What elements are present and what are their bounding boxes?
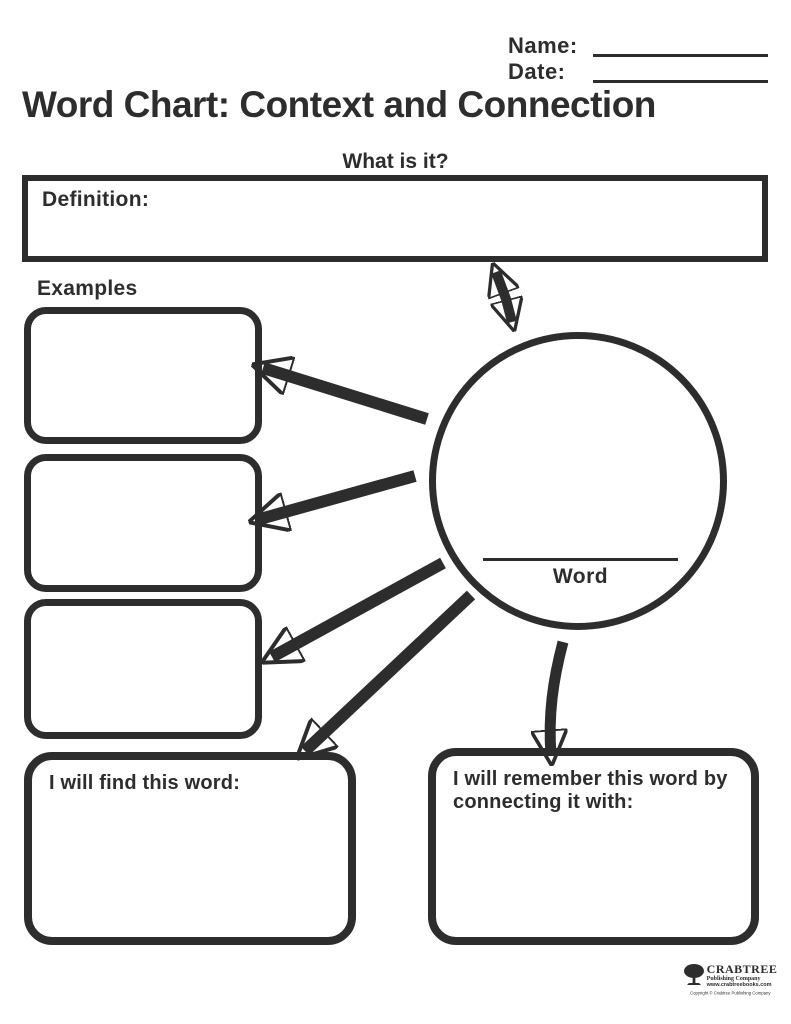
word-label: Word — [552, 565, 609, 588]
page-title: Word Chart: Context and Connection — [22, 84, 656, 125]
date-label: Date: — [508, 59, 566, 84]
publisher-subtitle: Publishing Company — [706, 976, 761, 982]
remember-word-label: I will remember this word by connecting … — [453, 768, 728, 813]
publisher-logo: CRABTREE Publishing Company www.crabtree… — [675, 963, 785, 997]
date-input-line[interactable] — [593, 61, 768, 83]
word-circle[interactable] — [429, 332, 727, 630]
arrow-word-find — [305, 590, 476, 751]
arrow-definition-word — [496, 272, 512, 322]
publisher-name: CRABTREE — [706, 962, 778, 976]
name-input-line[interactable] — [593, 35, 768, 57]
examples-label: Examples — [37, 277, 138, 300]
example-box-3[interactable] — [24, 599, 262, 739]
arrow-word-remember — [550, 640, 563, 755]
find-word-box[interactable]: I will find this word: — [24, 752, 356, 945]
word-input-line[interactable] — [483, 558, 678, 561]
definition-box[interactable]: Definition: — [22, 175, 768, 262]
tree-icon — [683, 964, 704, 985]
arrow-word-example-2 — [260, 470, 417, 519]
name-label: Name: — [508, 33, 578, 58]
remember-word-box[interactable]: I will remember this word by connecting … — [428, 748, 759, 945]
find-word-label: I will find this word: — [49, 772, 241, 794]
what-is-it-heading: What is it? — [342, 150, 449, 173]
example-box-1[interactable] — [24, 307, 262, 444]
publisher-url: www.crabtreebooks.com — [706, 982, 772, 988]
publisher-copyright: Copyright © Crabtree Publishing Company — [689, 990, 771, 996]
arrow-word-example-3 — [272, 557, 446, 657]
arrow-word-example-1 — [263, 368, 429, 425]
example-box-2[interactable] — [24, 454, 262, 592]
definition-label: Definition: — [42, 188, 150, 211]
